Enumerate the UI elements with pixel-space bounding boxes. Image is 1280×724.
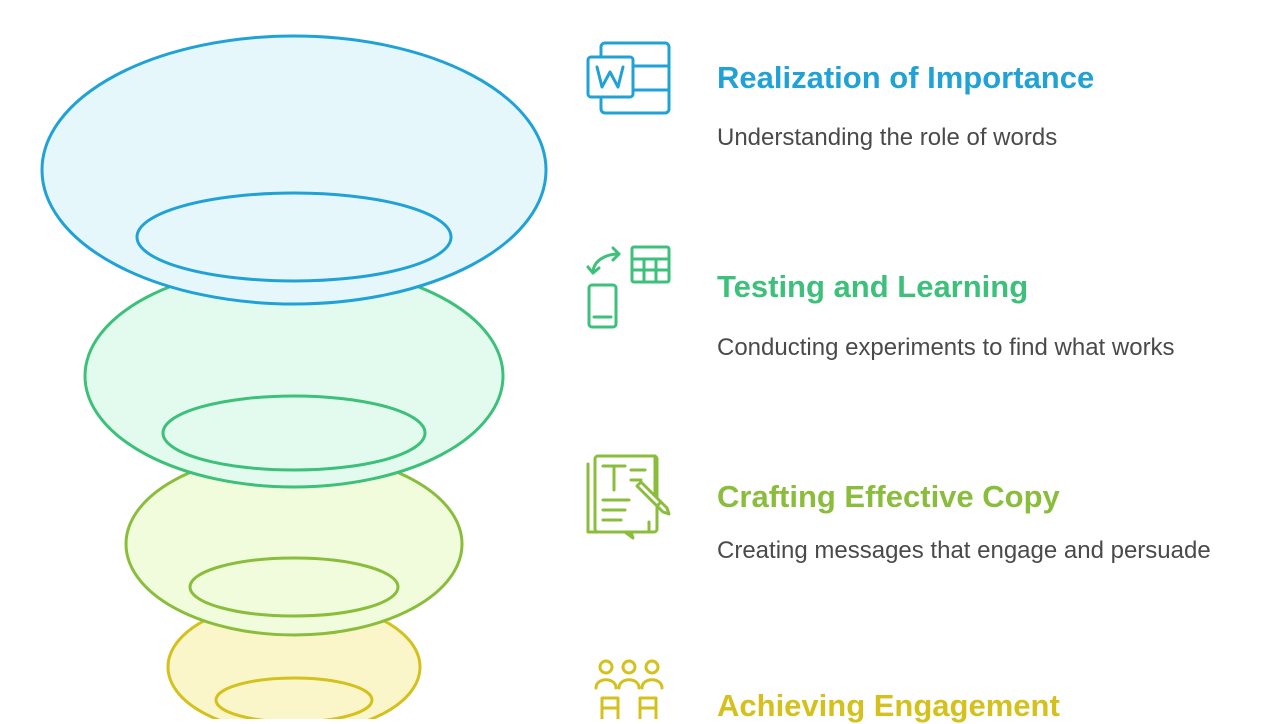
document-pencil-icon <box>586 454 671 540</box>
funnel-diagram <box>40 34 548 719</box>
stage-description: Conducting experiments to find what work… <box>717 334 1175 361</box>
device-sync-icon <box>586 245 671 329</box>
group-people-icon <box>594 659 664 719</box>
stage-title: Realization of Importance <box>717 60 1095 95</box>
stage-title: Crafting Effective Copy <box>717 479 1060 514</box>
stage-description: Creating messages that engage and persua… <box>717 537 1211 564</box>
funnel-level-1 <box>40 34 548 306</box>
stage-title: Achieving Engagement <box>717 688 1060 723</box>
stage-description: Understanding the role of words <box>717 124 1058 151</box>
word-document-icon <box>586 41 671 115</box>
stage-title: Testing and Learning <box>717 269 1029 304</box>
funnel-level-2 <box>83 263 505 489</box>
